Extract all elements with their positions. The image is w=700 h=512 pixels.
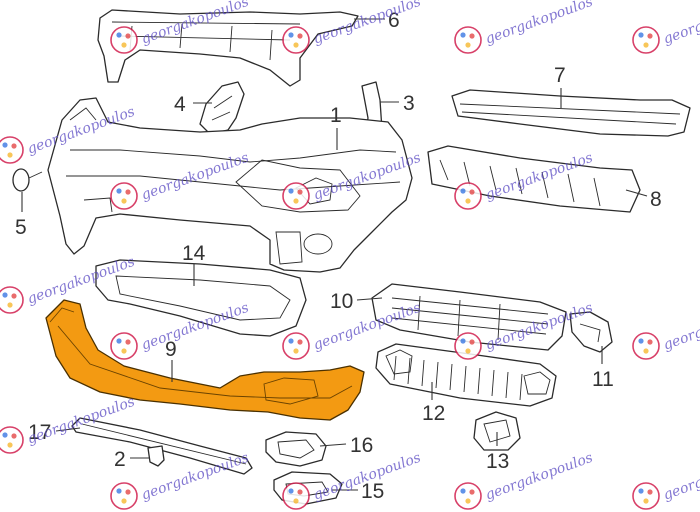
leader-16	[319, 443, 347, 447]
part-6-upper-bracket[interactable]	[97, 9, 359, 87]
watermark-text: georgakopoulos	[661, 0, 700, 48]
leader-17	[55, 427, 81, 432]
part-16-fog-bezel-left[interactable]	[265, 431, 327, 467]
watermark-badge: georgakopoulos	[110, 450, 251, 510]
leader-10	[356, 297, 383, 301]
leader-8	[625, 189, 648, 197]
callout-2: 2	[114, 448, 126, 471]
part-10-grille-shutter[interactable]	[371, 283, 567, 351]
watermark-badge: georgakopoulos	[632, 450, 700, 510]
part-14-grille-frame[interactable]	[95, 259, 307, 337]
watermark-badge: georgakopoulos	[454, 450, 595, 510]
callout-7: 7	[554, 64, 566, 87]
callout-5: 5	[15, 216, 27, 239]
leader-lines	[21, 18, 648, 491]
callout-3: 3	[403, 92, 415, 115]
callout-13: 13	[486, 450, 509, 473]
watermark-text: georgakopoulos	[483, 0, 595, 48]
callout-17: 17	[28, 421, 51, 444]
part-11-bracket[interactable]	[569, 311, 613, 353]
callout-4: 4	[174, 93, 186, 116]
callout-8: 8	[650, 188, 662, 211]
callout-16: 16	[350, 434, 373, 457]
callout-numbers: 1 2 3 4 5 6 7 8 9 10 11 12 13 14 15 16 1…	[15, 9, 662, 503]
callout-9: 9	[165, 338, 177, 361]
part-1-bumper-cover[interactable]	[47, 97, 413, 273]
callout-12: 12	[422, 402, 445, 425]
watermark-text: georgakopoulos	[661, 300, 700, 354]
watermark-badge: georgakopoulos	[632, 300, 700, 360]
watermark-badge: georgakopoulos	[454, 0, 595, 54]
callout-14: 14	[182, 242, 206, 265]
part-2-clip[interactable]	[147, 445, 165, 467]
callout-10: 10	[330, 290, 353, 313]
callout-15: 15	[361, 480, 384, 503]
callout-11: 11	[592, 368, 614, 391]
callout-6: 6	[388, 9, 400, 32]
watermark-badge: georgakopoulos	[632, 0, 700, 54]
watermark-text: georgakopoulos	[661, 450, 700, 504]
part-7-reinforcement-beam[interactable]	[451, 89, 691, 137]
part-9-lower-bumper-cover[interactable]	[45, 299, 365, 421]
watermark-badge: georgakopoulos	[0, 394, 137, 454]
part-13-fog-bezel-right[interactable]	[473, 411, 521, 451]
part-5-clip[interactable]	[12, 168, 43, 192]
callout-1: 1	[330, 104, 342, 127]
part-12-lower-grille[interactable]	[375, 343, 557, 407]
part-4-bracket[interactable]	[199, 81, 245, 135]
